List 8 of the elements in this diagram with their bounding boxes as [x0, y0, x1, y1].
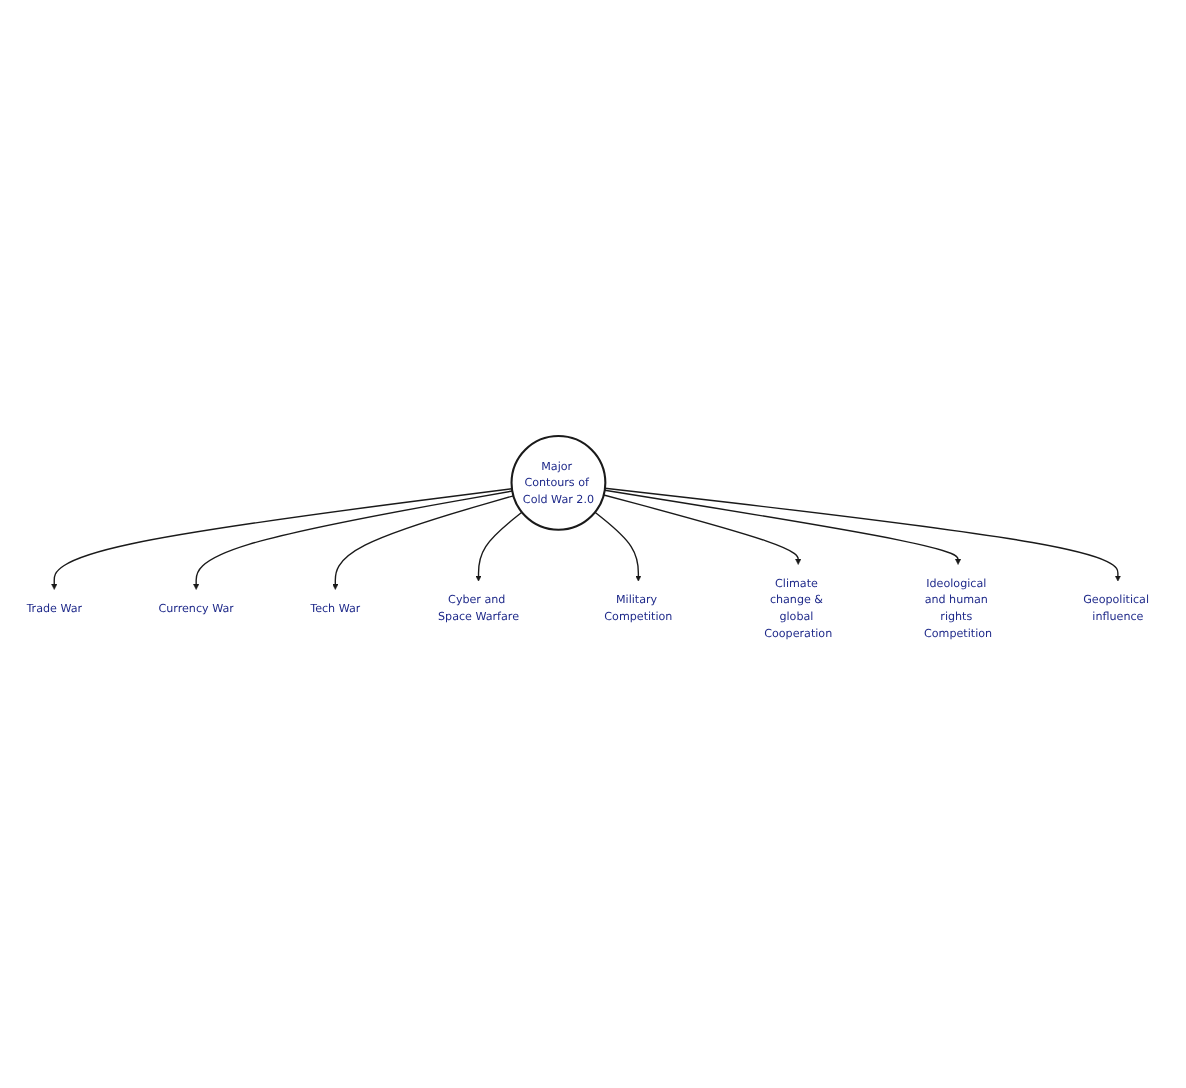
arrow	[51, 488, 513, 590]
arrow	[475, 511, 523, 582]
arrow	[603, 494, 802, 565]
arrow	[193, 490, 513, 590]
arrow	[332, 495, 515, 590]
arrow	[604, 487, 1121, 582]
arrow	[594, 511, 642, 582]
arrow	[604, 489, 962, 565]
